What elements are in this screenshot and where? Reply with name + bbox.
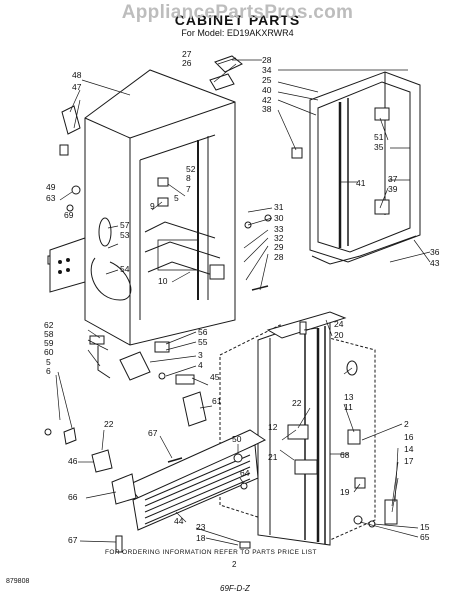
ordering-note: FOR ORDERING INFORMATION REFER TO PARTS … <box>105 549 317 556</box>
small-parts <box>44 55 398 553</box>
callout: 55 <box>198 337 208 347</box>
callout: 21 <box>268 452 278 462</box>
callout: 6 <box>46 366 51 376</box>
callout: 9 <box>150 201 155 211</box>
callout: 31 <box>274 202 284 212</box>
callout: 46 <box>68 456 78 466</box>
callout: 42 <box>262 95 272 105</box>
callout: 53 <box>120 230 130 240</box>
callout: 69 <box>64 210 74 220</box>
callout: 29 <box>274 242 284 252</box>
callout: 7 <box>186 184 191 194</box>
callout: 27 <box>182 49 192 59</box>
watermark: AppliancePartsPros.com <box>121 2 354 23</box>
callout: 2 <box>404 419 409 429</box>
callout: 49 <box>46 182 56 192</box>
callout: 63 <box>46 193 56 203</box>
callout: 40 <box>262 85 272 95</box>
model-line: For Model: ED19AKXRWR4 <box>181 28 294 38</box>
callout: 5 <box>46 357 51 367</box>
callout: 58 <box>44 329 54 339</box>
callout: 67 <box>148 428 158 438</box>
callout: 10 <box>158 276 168 286</box>
callout: 22 <box>292 398 302 408</box>
callout: 19 <box>340 487 350 497</box>
callout: 60 <box>44 347 54 357</box>
callout: 4 <box>198 360 203 370</box>
callout: 18 <box>196 533 206 543</box>
callout-labels: 48 47 49 63 69 27 26 28 34 25 40 42 38 5… <box>44 49 440 545</box>
callout: 48 <box>72 70 82 80</box>
callout: 50 <box>232 434 242 444</box>
callout: 22 <box>104 419 114 429</box>
callout: 23 <box>196 522 206 532</box>
callout: 3 <box>198 350 203 360</box>
callout: 28 <box>262 55 272 65</box>
callout: 62 <box>44 320 54 330</box>
callout: 47 <box>72 82 82 92</box>
main-cabinet <box>84 69 236 346</box>
callout: 5 <box>174 193 179 203</box>
callout: 33 <box>274 224 284 234</box>
callout: 14 <box>404 444 414 454</box>
callout: 44 <box>174 516 184 526</box>
callout: 34 <box>262 65 272 75</box>
callout: 38 <box>262 104 272 114</box>
callout: 37 <box>388 174 398 184</box>
callout: 66 <box>68 492 78 502</box>
diagram-title: CABINET PARTS <box>174 12 301 28</box>
revision-stamp: 69F-D-Z <box>220 584 250 593</box>
callout: 36 <box>430 247 440 257</box>
callout: 65 <box>420 532 430 542</box>
callout: 30 <box>274 213 284 223</box>
callout: 52 <box>186 164 196 174</box>
callout: 12 <box>268 422 278 432</box>
callout: 20 <box>334 330 344 340</box>
callout: 32 <box>274 233 284 243</box>
callout: 68 <box>340 450 350 460</box>
callout: 43 <box>430 258 440 268</box>
document-number: 879808 <box>6 578 30 585</box>
upper-door-liner <box>309 71 421 265</box>
callout: 41 <box>356 178 366 188</box>
callout: 56 <box>198 327 208 337</box>
callout: 17 <box>404 456 414 466</box>
callout: 59 <box>44 338 54 348</box>
callout: 45 <box>210 372 220 382</box>
callout: 13 <box>344 392 354 402</box>
front-grille <box>127 429 267 531</box>
callout: 51 <box>374 132 384 142</box>
callout: 11 <box>344 402 353 412</box>
callout: 25 <box>262 75 272 85</box>
callout: 16 <box>404 432 414 442</box>
callout: 61 <box>212 396 222 406</box>
callout: 24 <box>334 319 344 329</box>
callout: 15 <box>420 522 430 532</box>
callout: 54 <box>120 264 130 274</box>
callout: 57 <box>120 220 130 230</box>
callout: 39 <box>388 184 398 194</box>
lower-cabinet <box>219 311 376 546</box>
callout: 35 <box>374 142 384 152</box>
leader-lines <box>55 57 431 546</box>
callout: 67 <box>68 535 78 545</box>
callout: 8 <box>186 173 191 183</box>
page-number: 2 <box>232 560 237 569</box>
callout: 28 <box>274 252 284 262</box>
callout: 26 <box>182 58 192 68</box>
callout: 64 <box>240 468 250 478</box>
